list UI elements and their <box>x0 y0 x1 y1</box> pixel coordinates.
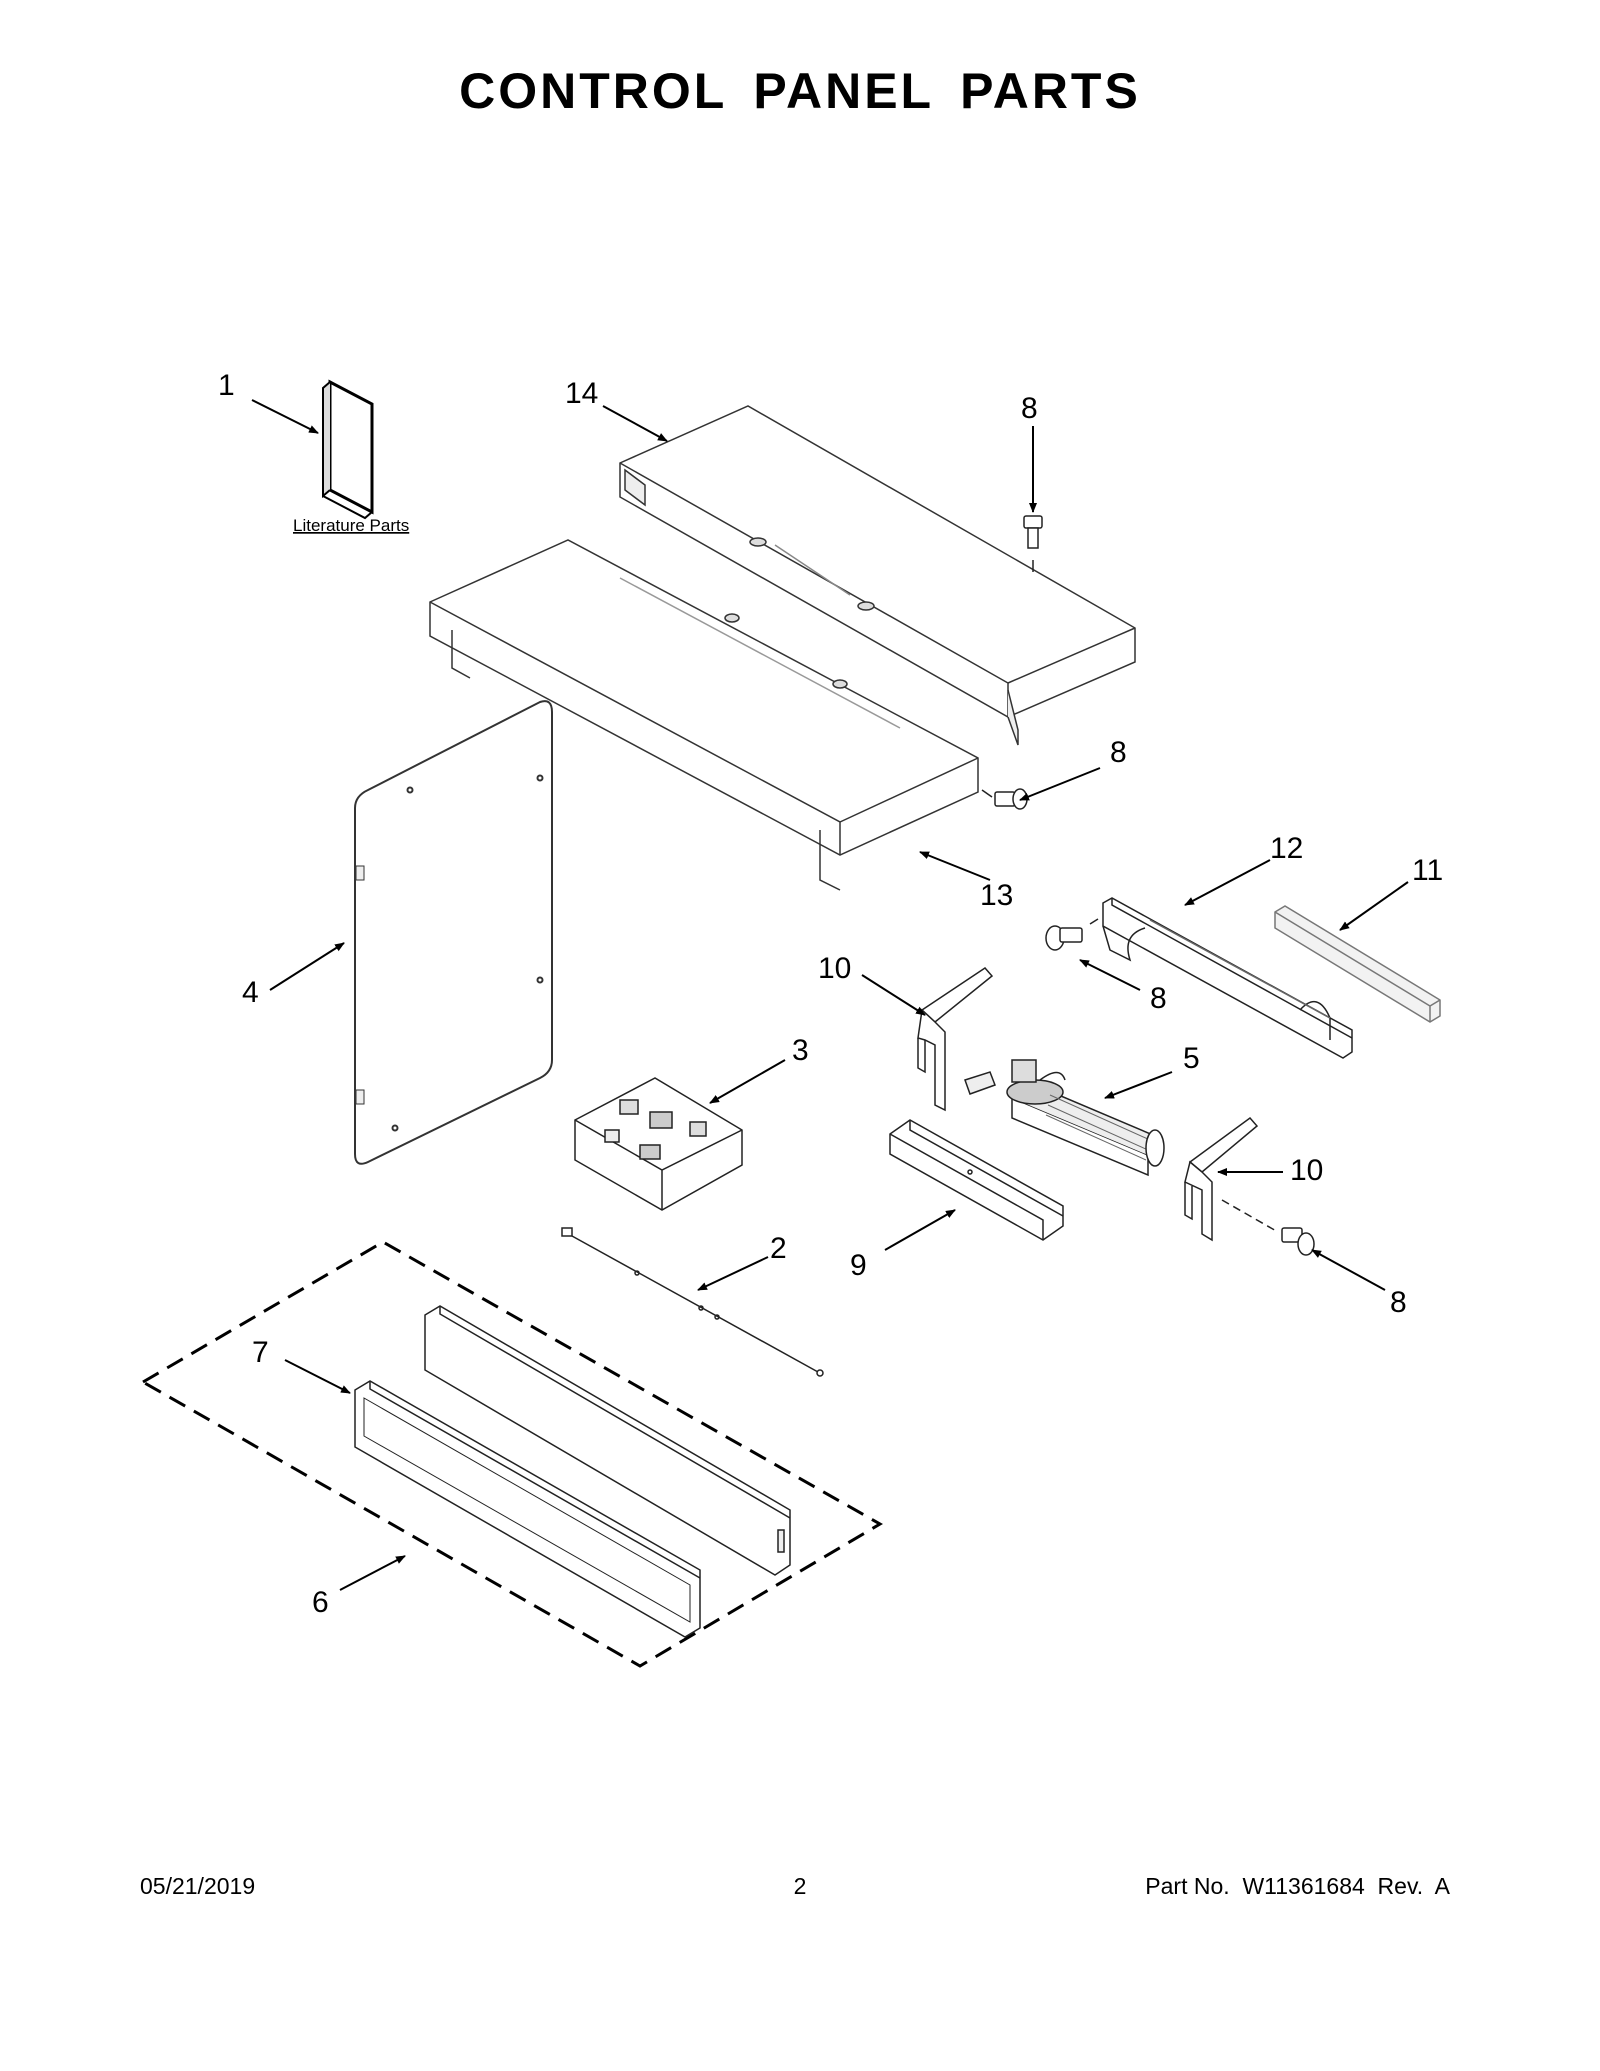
wire-harness-part-2 <box>561 1227 824 1377</box>
foam-strip-part-11 <box>1274 905 1441 1023</box>
callout-2: 2 <box>770 1232 787 1265</box>
right-bracket-part-10 <box>1184 1116 1259 1242</box>
callout-11: 11 <box>1412 854 1443 887</box>
control-panel-assembly-part-6 <box>140 1240 883 1668</box>
callout-13: 13 <box>980 879 1013 912</box>
callout-10-left: 10 <box>818 952 851 985</box>
callout-14: 14 <box>565 377 598 410</box>
callout-1: 1 <box>218 369 235 402</box>
callout-8-top: 8 <box>1021 392 1038 425</box>
callout-6: 6 <box>312 1586 329 1619</box>
literature-booklet-part-1 <box>322 379 374 520</box>
long-bracket-part-12 <box>1102 897 1353 1059</box>
callout-10-right: 10 <box>1290 1154 1323 1187</box>
control-board-part-3 <box>574 1077 743 1211</box>
callout-7: 7 <box>252 1336 269 1369</box>
callout-5: 5 <box>1183 1042 1200 1075</box>
control-panel-rear-part-6 <box>424 1305 791 1576</box>
blower-motor-part-5 <box>964 1059 1165 1177</box>
screw-bottom-part-8 <box>1221 1199 1315 1256</box>
lower-top-panel-part-13 <box>429 539 979 891</box>
callout-8-mid: 8 <box>1110 736 1127 769</box>
upper-top-panel-part-14 <box>619 405 1136 746</box>
page-title: CONTROL PANEL PARTS <box>459 63 1141 119</box>
footer-page-number: 2 <box>793 1873 807 1899</box>
footer-part-number: Part No. W11361684 Rev. A <box>1145 1873 1450 1899</box>
screw-bracket-part-8 <box>1045 918 1099 951</box>
literature-parts-label: Literature Parts <box>293 516 409 535</box>
callout-3: 3 <box>792 1034 809 1067</box>
callout-9: 9 <box>850 1249 867 1282</box>
left-bracket-part-10 <box>917 967 994 1112</box>
side-panel-part-4 <box>354 700 553 1165</box>
glass-panel-part-7 <box>354 1380 701 1638</box>
callout-12: 12 <box>1270 832 1303 865</box>
callout-8-bracket: 8 <box>1150 982 1167 1015</box>
callout-8-bottom: 8 <box>1390 1286 1407 1319</box>
screw-top-part-8 <box>1023 515 1043 572</box>
bracket-plate-part-9 <box>889 1119 1064 1241</box>
leader-arrows <box>251 399 1409 1591</box>
callout-4: 4 <box>242 976 259 1009</box>
footer-date: 05/21/2019 <box>140 1873 256 1899</box>
